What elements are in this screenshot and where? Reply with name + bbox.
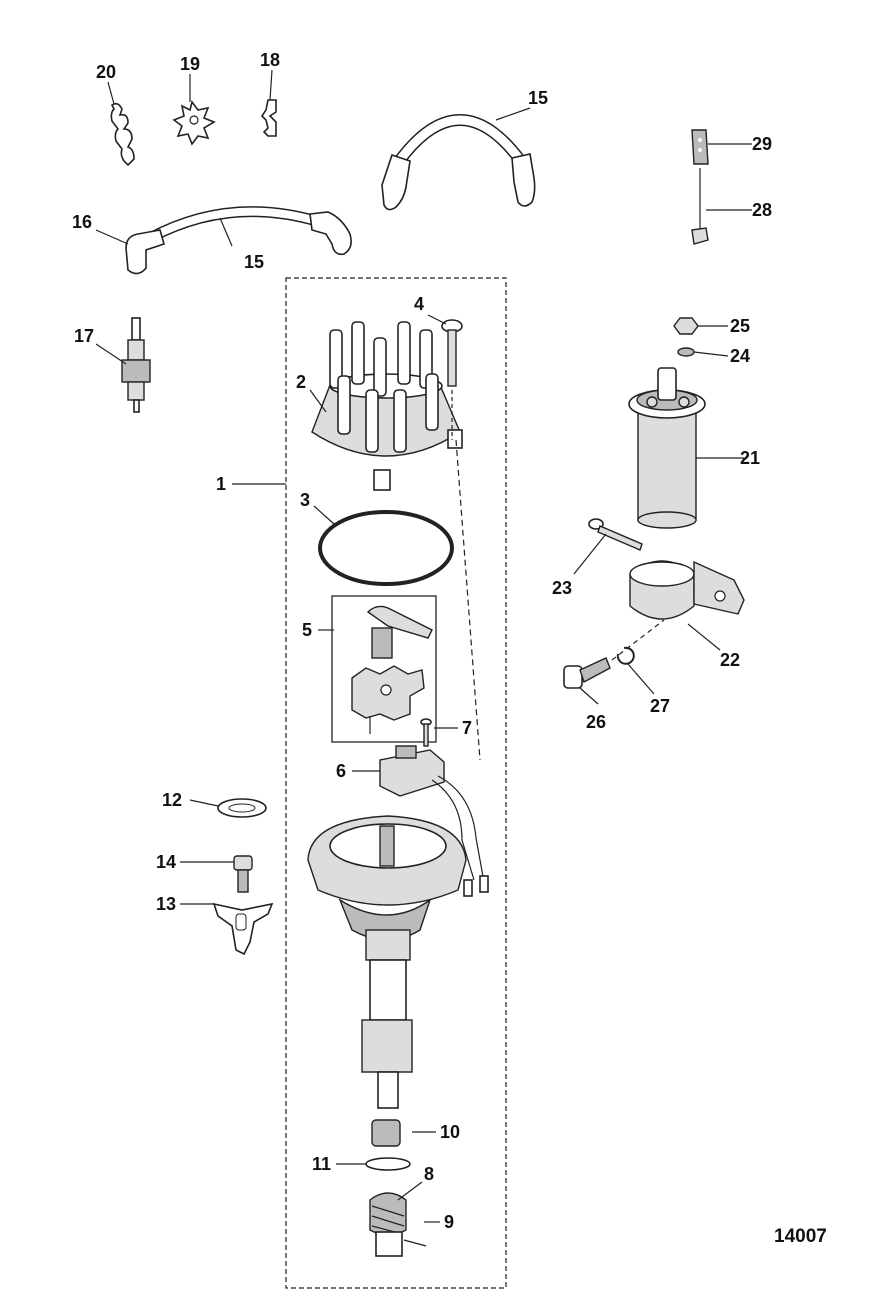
assembly-group-box (285, 277, 507, 1289)
callout-15-top: 15 (528, 88, 548, 108)
part-5-rotor-kit (331, 595, 437, 743)
part-19-wire-separator (172, 100, 216, 146)
callout-3: 3 (300, 490, 310, 510)
part-28-ground-wire (691, 168, 709, 245)
part-4-cap-screw (441, 319, 463, 440)
part-27-lock-washer (616, 646, 635, 665)
callout-18: 18 (260, 50, 280, 70)
part-8-drive-gear (369, 1192, 407, 1257)
part-21-ignition-coil (628, 367, 706, 529)
callout-20: 20 (96, 62, 116, 82)
callout-23: 23 (552, 578, 572, 598)
callout-7: 7 (462, 718, 472, 738)
callout-21: 21 (740, 448, 760, 468)
callout-13: 13 (156, 894, 176, 914)
callout-27: 27 (650, 696, 670, 716)
part-23-bolt (588, 518, 643, 551)
callout-19: 19 (180, 54, 200, 74)
part-7-screw (420, 718, 432, 747)
callout-11: 11 (312, 1154, 331, 1174)
part-14-hold-down-bolt (233, 855, 253, 893)
reference-number: 14007 (774, 1226, 827, 1247)
callout-8: 8 (424, 1164, 434, 1184)
part-15-spark-plug-wire-arch (381, 114, 536, 211)
callout-1: 1 (216, 474, 226, 494)
callout-29: 29 (752, 134, 772, 154)
distributor-housing (307, 815, 467, 1109)
callout-24: 24 (730, 346, 750, 366)
callout-15-lower: 15 (244, 252, 264, 272)
part-20-wire-loom (110, 102, 135, 167)
callout-6: 6 (336, 761, 346, 781)
callout-26: 26 (586, 712, 606, 732)
part-9-roll-pin (403, 1239, 427, 1247)
callout-28: 28 (752, 200, 772, 220)
callout-12: 12 (162, 790, 182, 810)
part-15-spark-plug-wire (125, 206, 352, 275)
part-18-wire-clip (260, 99, 277, 137)
part-12-washer (217, 798, 267, 818)
callout-4: 4 (414, 294, 424, 314)
callout-labels: 1 2 3 4 5 6 7 8 9 10 11 12 13 14 15 15 1… (72, 50, 772, 1232)
callout-22: 22 (720, 650, 740, 670)
callout-10: 10 (440, 1122, 460, 1142)
part-10-washer (371, 1119, 401, 1147)
part-2-distributor-cap (311, 321, 463, 491)
part-6-ignition-module (379, 745, 489, 897)
callout-9: 9 (444, 1212, 454, 1232)
callout-2: 2 (296, 372, 306, 392)
callout-5: 5 (302, 620, 312, 640)
part-29-connector (691, 129, 709, 165)
callout-16: 16 (72, 212, 92, 232)
part-24-washer (677, 347, 695, 357)
callout-25: 25 (730, 316, 750, 336)
part-11-shim (365, 1157, 411, 1171)
part-26-bolt (563, 657, 611, 689)
callout-14: 14 (156, 852, 176, 872)
part-17-spark-plug (121, 317, 151, 413)
part-3-gasket (318, 510, 454, 586)
callout-17: 17 (74, 326, 94, 346)
part-25-nut (673, 317, 699, 335)
part-22-coil-bracket (629, 560, 745, 620)
part-13-hold-down-clamp (212, 902, 274, 956)
leader-lines (95, 69, 752, 1223)
